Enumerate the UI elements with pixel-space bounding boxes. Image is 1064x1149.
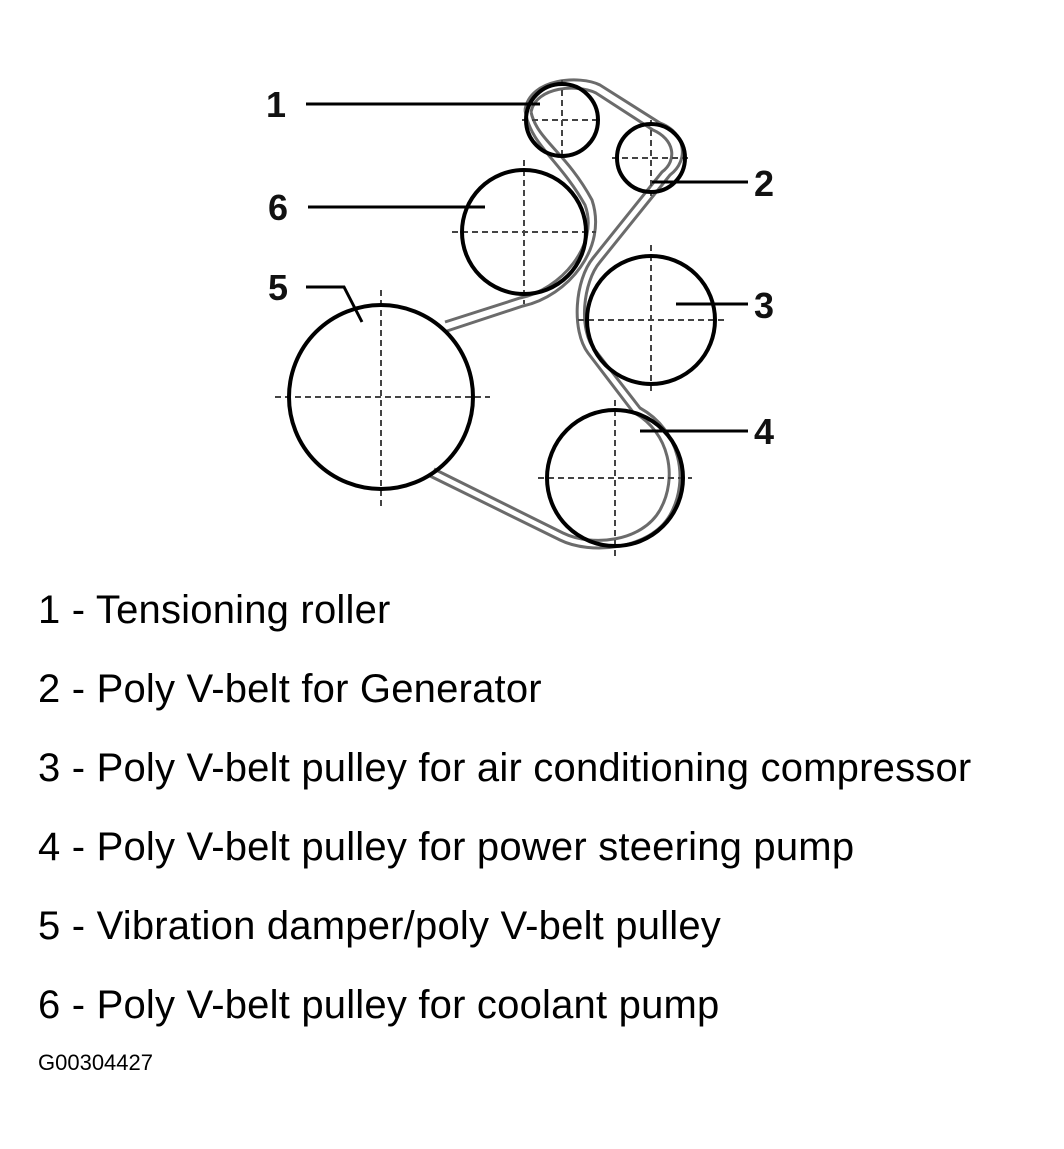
legend-item-6: 6 - Poly V-belt pulley for coolant pump [38, 983, 720, 1027]
figure-id: G00304427 [38, 1050, 153, 1075]
pulley-centerlines [275, 80, 725, 556]
power-steering-pump-pulley [545, 408, 685, 548]
legend-item-5: 5 - Vibration damper/poly V-belt pulley [38, 904, 721, 948]
callout-2: 2 [754, 163, 774, 204]
callout-6: 6 [268, 187, 288, 228]
callout-3: 3 [754, 285, 774, 326]
coolant-pump-pulley [460, 168, 588, 296]
generator-pulley [615, 122, 687, 194]
callout-1: 1 [266, 84, 286, 125]
legend-item-2: 2 - Poly V-belt for Generator [38, 667, 542, 711]
ac-compressor-pulley [585, 254, 717, 386]
callout-5: 5 [268, 267, 288, 308]
legend-item-3: 3 - Poly V-belt pulley for air condition… [38, 746, 972, 790]
poly-v-belt [429, 78, 684, 550]
legend-item-1: 1 - Tensioning roller [38, 588, 391, 632]
legend-item-4: 4 - Poly V-belt pulley for power steerin… [38, 825, 855, 869]
vibration-damper-pulley [287, 303, 475, 491]
leader-lines [306, 102, 748, 433]
tensioning-roller [524, 82, 600, 158]
belt-routing-diagram: 1 2 3 4 5 6 [266, 78, 774, 556]
legend-list: 1 - Tensioning roller 2 - Poly V-belt fo… [38, 582, 971, 1056]
callout-4: 4 [754, 411, 774, 452]
